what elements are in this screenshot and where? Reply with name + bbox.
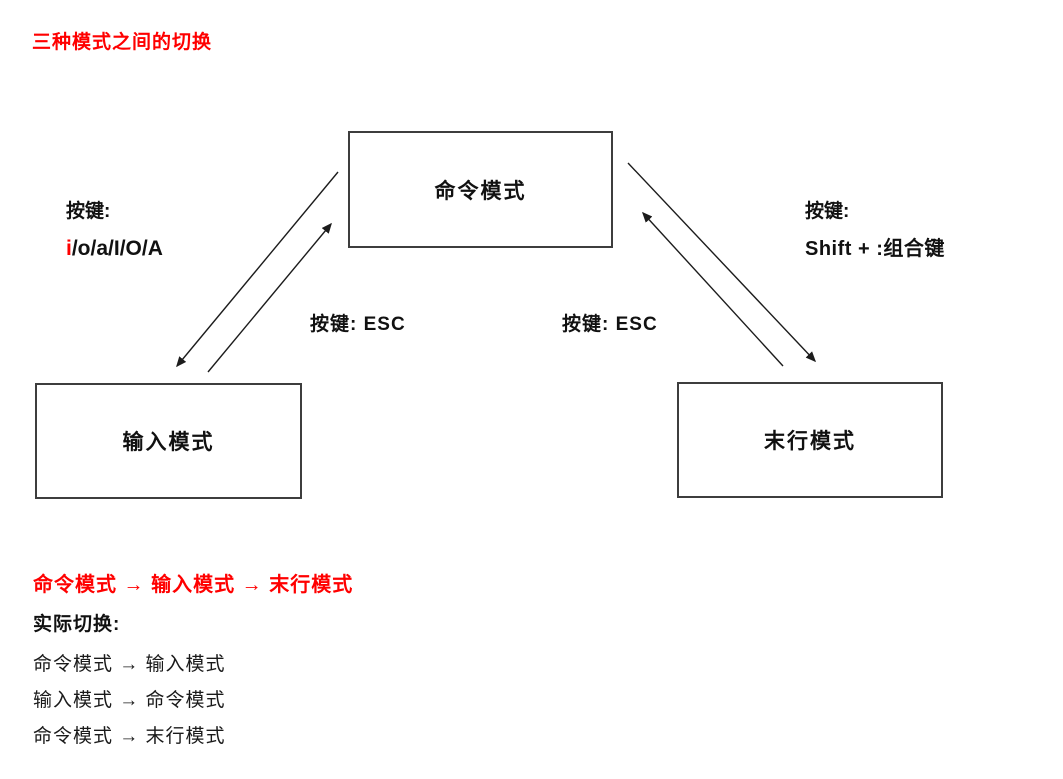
- lastline-mode-box: 末行模式: [677, 382, 943, 498]
- mode-flow-summary: 命令模式 → 输入模式 → 末行模式: [33, 574, 354, 596]
- arrow-command-to-input: [176, 171, 339, 368]
- arrow-lastline-to-command: [641, 211, 784, 367]
- right-key-title: 按键:: [805, 201, 850, 222]
- lastline-mode-label: 末行模式: [764, 430, 856, 453]
- left-key-red-part: i: [66, 237, 72, 260]
- left-key-rest-part: /o/a/I/O/A: [71, 237, 163, 260]
- left-key-value: i/o/a/I/O/A: [66, 237, 163, 261]
- page-title: 三种模式之间的切换: [32, 32, 213, 53]
- command-mode-label: 命令模式: [434, 179, 527, 203]
- arrow-input-to-command: [207, 222, 332, 373]
- actual-switch-title: 实际切换:: [33, 614, 121, 635]
- transition-item: 输入模式 → 命令模式: [33, 690, 226, 711]
- input-mode-box: 输入模式: [35, 383, 302, 499]
- transition-item: 命令模式 → 末行模式: [33, 726, 226, 747]
- transition-item: 命令模式 → 输入模式: [33, 654, 226, 675]
- input-mode-label: 输入模式: [122, 431, 215, 454]
- command-mode-box: 命令模式: [348, 131, 613, 248]
- esc-label-left: 按键: ESC: [310, 314, 406, 335]
- esc-label-right: 按键: ESC: [562, 314, 658, 335]
- right-key-value: Shift + :组合键: [805, 238, 945, 260]
- left-key-title: 按键:: [66, 201, 111, 222]
